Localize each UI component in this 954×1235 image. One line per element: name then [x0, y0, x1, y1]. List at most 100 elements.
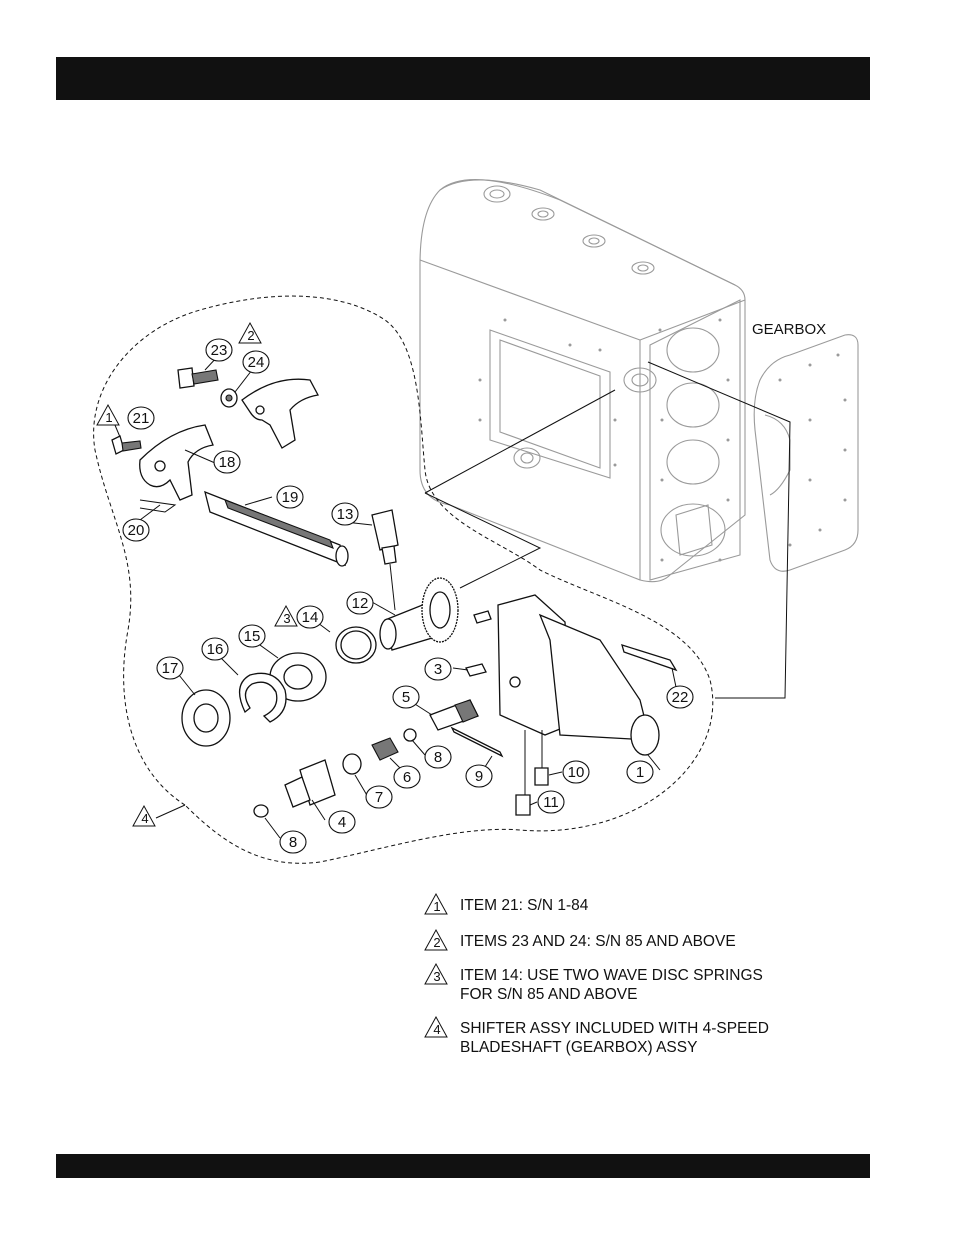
triangle-number: 1 [433, 899, 440, 914]
part-screw-22 [622, 645, 676, 670]
footer-bar [56, 1154, 870, 1178]
callout-number: 22 [672, 689, 689, 706]
callout-c11: 11 [538, 791, 564, 813]
note-text-line: ITEMS 23 AND 24: S/N 85 AND ABOVE [460, 933, 736, 950]
callout-number: 8 [434, 749, 442, 766]
part-shift-rail-19 [205, 492, 348, 566]
triangle-mark-1: 1 [97, 405, 119, 425]
callout-number: 4 [338, 814, 346, 831]
callout-c23: 23 [206, 339, 232, 361]
note-triangle-3: 3 [425, 964, 447, 984]
callout-number: 24 [248, 354, 265, 371]
callout-c15: 15 [239, 625, 265, 647]
callout-number: 12 [352, 595, 369, 612]
part-washer-24 [221, 389, 237, 407]
callout-number: 11 [543, 794, 559, 811]
callout-number: 15 [244, 628, 261, 645]
note-text-line: BLADESHAFT (GEARBOX) ASSY [460, 1039, 697, 1056]
part-pin-10 [535, 768, 548, 785]
part-shifter-4 [285, 760, 335, 807]
gearbox-label: GEARBOX [752, 321, 826, 338]
gearbox-housing [420, 180, 745, 582]
callout-c5: 5 [393, 686, 419, 708]
note-text-line: FOR S/N 85 AND ABOVE [460, 986, 637, 1003]
callout-number: 6 [403, 769, 411, 786]
callout-number: 23 [211, 342, 228, 359]
callout-number: 3 [434, 661, 442, 678]
triangle-number: 2 [433, 935, 440, 950]
callout-c7: 7 [366, 786, 392, 808]
part-fork-upper [242, 379, 318, 448]
note-triangle-2: 2 [425, 930, 447, 950]
part-pin-11 [516, 795, 530, 815]
callout-c19: 19 [277, 486, 303, 508]
callout-c9: 9 [466, 765, 492, 787]
callout-c18: 18 [214, 451, 240, 473]
triangle-number: 3 [283, 611, 290, 626]
callout-c6: 6 [394, 766, 420, 788]
triangle-number: 1 [105, 410, 112, 425]
callout-c4: 4 [329, 811, 355, 833]
part-bracket-1 [498, 595, 659, 755]
callout-number: 13 [337, 506, 354, 523]
part-dowel-3b [474, 611, 491, 623]
note-text-line: SHIFTER ASSY INCLUDED WITH 4-SPEED [460, 1020, 769, 1037]
triangle-number: 2 [247, 328, 254, 343]
callout-c14: 14 [297, 606, 323, 628]
callout-number: 8 [289, 834, 297, 851]
part-dowel-3a [466, 664, 486, 676]
callout-number: 9 [475, 768, 483, 785]
callout-number: 7 [375, 789, 383, 806]
note-text-line: ITEM 14: USE TWO WAVE DISC SPRINGS [460, 967, 763, 984]
part-oring-7 [343, 754, 361, 774]
gasket-plate [754, 335, 858, 572]
note-text-line: ITEM 21: S/N 1-84 [460, 897, 589, 914]
part-bolt-23 [178, 368, 218, 388]
part-plunger-5 [430, 700, 478, 730]
callout-c8a: 8 [280, 831, 306, 853]
callout-number: 14 [302, 609, 319, 626]
callout-c12: 12 [347, 592, 373, 614]
note-triangle-4: 4 [425, 1017, 447, 1037]
callout-number: 21 [133, 410, 150, 427]
triangle-number: 4 [141, 811, 148, 826]
part-fitting-13 [372, 510, 398, 564]
part-gear-shaft-12 [380, 578, 458, 650]
part-oring-8a [254, 805, 268, 817]
callout-c17: 17 [157, 657, 183, 679]
part-rod-9 [452, 728, 502, 756]
callout-c22: 22 [667, 686, 693, 708]
triangle-mark-2: 2 [239, 323, 261, 343]
callout-number: 19 [282, 489, 299, 506]
callout-c8b: 8 [425, 746, 451, 768]
callout-c3: 3 [425, 658, 451, 680]
callout-c10: 10 [563, 761, 589, 783]
callout-c16: 16 [202, 638, 228, 660]
callout-c1: 1 [627, 761, 653, 783]
notes-legend: 1 ITEM 21: S/N 1-84 2 ITEMS 23 AND 24: S/N … [425, 894, 769, 1056]
callout-number: 18 [219, 454, 236, 471]
note-triangle-1: 1 [425, 894, 447, 914]
part-snap-ring-16 [240, 673, 286, 722]
callout-group: 134567889101112131415161718192021222324 [123, 339, 693, 853]
triangle-mark-4: 4 [133, 806, 155, 826]
part-screw-21 [112, 436, 141, 454]
callout-number: 1 [636, 764, 644, 781]
triangle-number: 3 [433, 969, 440, 984]
part-fork-18 [140, 425, 213, 500]
callout-number: 16 [207, 641, 224, 658]
part-spring-6 [372, 738, 398, 760]
callout-c21: 21 [128, 407, 154, 429]
callout-c20: 20 [123, 519, 149, 541]
triangle-mark-3: 3 [275, 606, 297, 626]
triangle-number: 4 [433, 1022, 440, 1037]
part-oring-8b [404, 729, 416, 741]
part-seal-17 [182, 690, 230, 746]
callout-c13: 13 [332, 503, 358, 525]
callout-number: 10 [568, 764, 585, 781]
callout-number: 20 [128, 522, 145, 539]
callout-c24: 24 [243, 351, 269, 373]
callout-number: 5 [402, 689, 410, 706]
callout-number: 17 [162, 660, 179, 677]
